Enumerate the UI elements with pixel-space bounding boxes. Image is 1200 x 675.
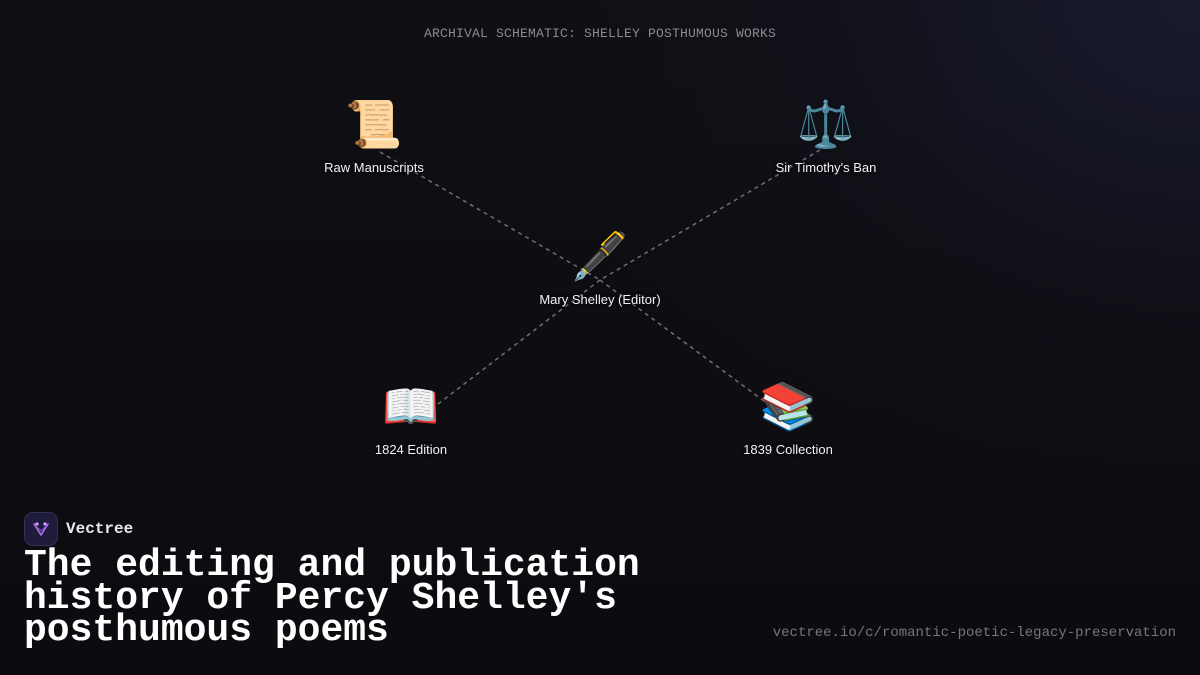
node-1824-edition: 📖 1824 Edition [311, 378, 511, 457]
edge-ban-editor [599, 149, 821, 281]
node-label: Raw Manuscripts [324, 160, 424, 175]
node-label: Sir Timothy's Ban [775, 160, 877, 175]
node-label: 1839 Collection [743, 442, 833, 457]
node-sir-timothys-ban: ⚖️ Sir Timothy's Ban [726, 96, 926, 175]
brand: Vectree [24, 512, 133, 546]
stack-of-books-icon: 📚 [759, 379, 817, 433]
node-1839-collection: 📚 1839 Collection [688, 378, 888, 457]
edge-editor-1839 [599, 279, 769, 405]
balance-scale-icon: ⚖️ [797, 97, 855, 151]
source-url[interactable]: vectree.io/c/romantic-poetic-legacy-pres… [772, 625, 1176, 641]
page-title: The editing and publication history of P… [24, 544, 640, 652]
node-label: Mary Shelley (Editor) [539, 292, 661, 307]
node-mary-shelley-editor: 🖋️ Mary Shelley (Editor) [500, 228, 700, 307]
edge-editor-1824 [437, 279, 601, 405]
open-book-icon: 📖 [382, 379, 440, 433]
fountain-pen-icon: 🖋️ [571, 229, 629, 283]
node-label: 1824 Edition [374, 442, 448, 457]
schematic-title: ARCHIVAL SCHEMATIC: SHELLEY POSTHUMOUS W… [423, 26, 777, 41]
edge-manuscripts-editor [379, 151, 601, 281]
node-raw-manuscripts: 📜 Raw Manuscripts [274, 96, 474, 175]
brand-name: Vectree [66, 520, 134, 538]
vectree-logo-icon [24, 512, 58, 546]
scroll-icon: 📜 [345, 97, 403, 151]
